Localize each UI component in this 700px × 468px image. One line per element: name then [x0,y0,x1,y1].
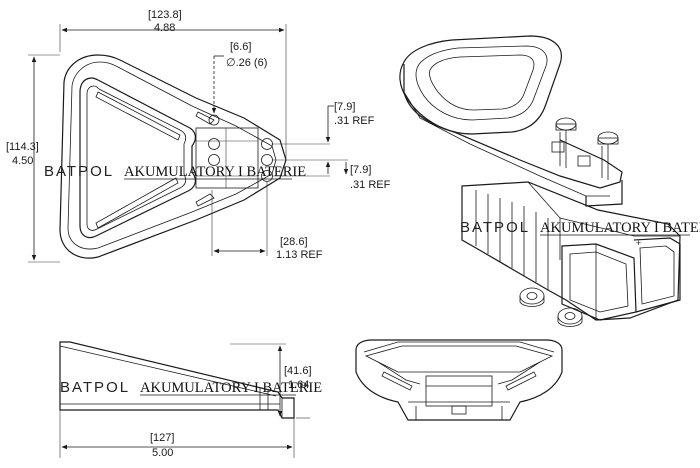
dim-pitch2-in: .31 REF [350,179,391,191]
dim-hole-mm: [6.6] [230,41,251,53]
dim-width: [123.8] 4.88 [59,9,287,160]
watermark-top: BATPOL AKUMULATORY I BATERIE [44,163,306,180]
dim-length: [127] 5.00 [59,410,295,459]
dim-width-in: 4.88 [154,22,175,34]
dim-height: [114.3] 4.50 [6,54,60,263]
dim-height-mm: [114.3] [6,141,39,153]
watermark-brand-top: BATPOL [44,163,114,180]
watermark-iso: BATPOL AKUMULATORY I BATERIE [460,219,700,236]
dim-ref-in: 1.13 REF [276,249,323,261]
isometric-view: + [399,35,681,327]
top-view-handle [59,54,287,259]
watermark-brand-side: BATPOL [60,379,130,396]
dim-pitch2-mm: [7.9] [350,164,371,176]
watermark-tagline-iso: AKUMULATORY I BATERIE [540,220,700,236]
dim-side-height: [41.6] 1.64 [230,343,312,419]
dim-ref-mm: [28.6] [280,236,308,248]
dim-hole-in: ∅.26 (6) [226,57,267,69]
dim-side-height-mm: [41.6] [284,365,312,377]
dim-pitch: [7.9] .31 REF [7.9] .31 REF [272,101,391,191]
dim-height-in: 4.50 [12,155,33,167]
dim-hole: [6.6] ∅.26 (6) [211,41,267,114]
dim-length-in: 5.00 [152,447,173,459]
dim-pitch1-mm: [7.9] [334,101,355,113]
dim-ref: [28.6] 1.13 REF [211,182,323,261]
watermark-tagline-side: AKUMULATORY I BATERIE [140,380,322,396]
front-view [355,339,563,421]
watermark-tagline-top: AKUMULATORY I BATERIE [124,164,306,180]
watermark-brand-iso: BATPOL [460,219,530,236]
svg-text:+: + [636,238,641,248]
dim-pitch1-in: .31 REF [334,115,375,127]
dim-width-mm: [123.8] [148,9,182,21]
dim-side-height-in: 1.64 [288,379,309,391]
dim-length-mm: [127] [150,432,174,444]
watermark-side: BATPOL AKUMULATORY I BATERIE [60,379,322,396]
